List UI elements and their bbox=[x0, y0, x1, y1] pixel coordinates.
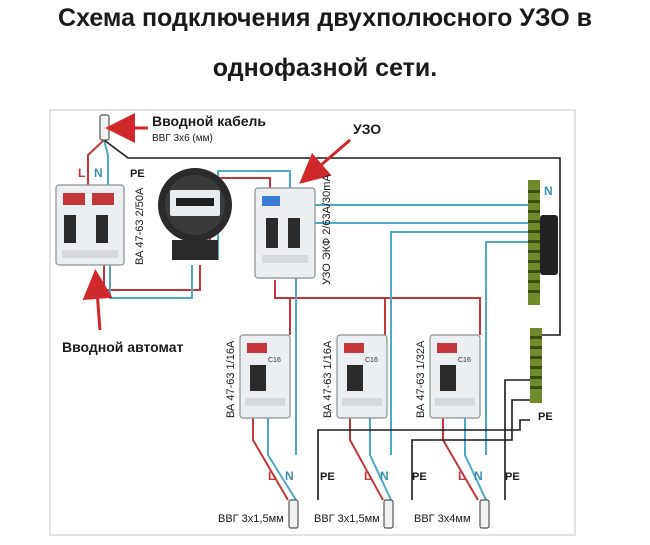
pe-bus-label: PE bbox=[538, 411, 553, 423]
input-label-l: L bbox=[78, 166, 85, 180]
callout-rcd: УЗО bbox=[353, 121, 381, 137]
pointer-arrows bbox=[82, 113, 351, 331]
electricity-meter bbox=[158, 168, 232, 260]
breaker-2-face-text: C16 bbox=[365, 357, 378, 364]
breaker-3-face-text: C16 bbox=[458, 357, 471, 364]
rcd-device bbox=[254, 187, 316, 279]
input-label-pe: PE bbox=[130, 168, 145, 180]
output-cable-1-label: ВВГ 3х1,5мм bbox=[218, 513, 284, 525]
branch-breaker-2 bbox=[336, 334, 388, 419]
branch-breaker-1-label: ВА 47-63 1/16А bbox=[225, 340, 237, 418]
page-title-line-2: однофазной сети. bbox=[212, 54, 438, 82]
output-cable-2-label: ВВГ 3х1,5мм bbox=[314, 513, 380, 525]
rcd-label: УЗО ЭКФ 2/63А/30mA bbox=[321, 174, 333, 285]
output-cable-stubs bbox=[288, 499, 490, 529]
out2-label-pe: PE bbox=[412, 471, 427, 483]
out1-label-pe: PE bbox=[320, 471, 335, 483]
out3-label-l: L bbox=[458, 469, 465, 483]
output-cable-3-label: ВВГ 3х4мм bbox=[414, 513, 471, 525]
callout-input-cable-spec: ВВГ 3х6 (мм) bbox=[152, 133, 213, 144]
input-label-n: N bbox=[94, 166, 103, 180]
pe-bus-bar bbox=[530, 328, 542, 403]
branch-breaker-1 bbox=[239, 334, 291, 419]
callout-input-cable: Вводной кабель bbox=[152, 113, 266, 129]
pe-wires bbox=[103, 139, 561, 500]
out2-label-l: L bbox=[364, 469, 371, 483]
main-breaker-label: ВА 47-63 2/50А bbox=[134, 187, 146, 265]
out1-label-l: L bbox=[268, 469, 275, 483]
branch-breaker-3-label: ВА 47-63 1/32А bbox=[415, 340, 427, 418]
page-title-line-1: Схема подключения двухполюсного УЗО в bbox=[58, 4, 592, 32]
out3-label-n: N bbox=[474, 469, 483, 483]
out2-label-n: N bbox=[380, 469, 389, 483]
neutral-bus-bar bbox=[528, 180, 558, 305]
input-cable-stub bbox=[99, 114, 110, 141]
branch-breaker-2-label: ВА 47-63 1/16А bbox=[322, 340, 334, 418]
out1-label-n: N bbox=[285, 469, 294, 483]
callout-main-breaker: Вводной автомат bbox=[62, 339, 183, 355]
out3-label-pe: PE bbox=[505, 471, 520, 483]
branch-breaker-3 bbox=[429, 334, 481, 419]
neutral-bus-label: N bbox=[544, 184, 553, 198]
main-breaker bbox=[55, 184, 125, 266]
breaker-1-face-text: C16 bbox=[268, 357, 281, 364]
